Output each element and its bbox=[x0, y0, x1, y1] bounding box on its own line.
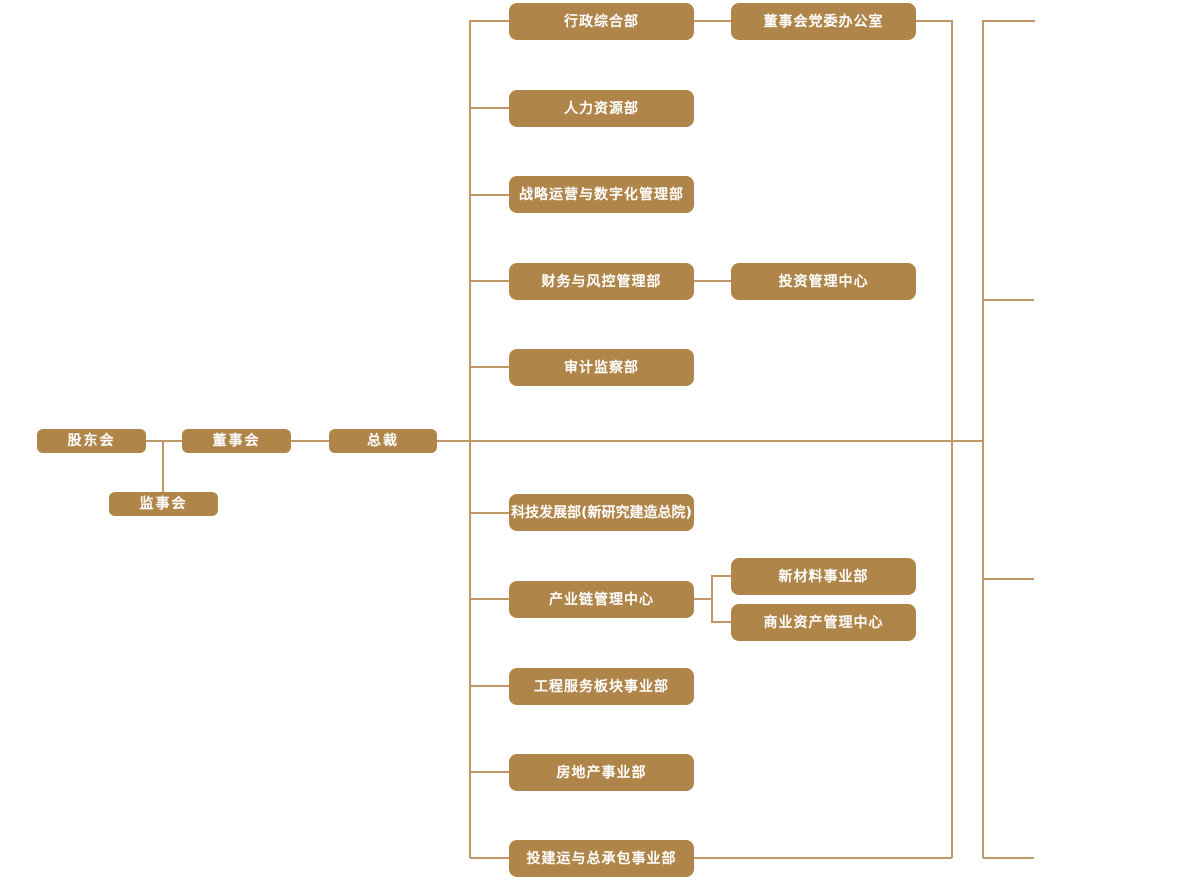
connector-left-trunk bbox=[469, 20, 471, 858]
connector-rail-stub-1 bbox=[983, 20, 1035, 22]
node-hr-dept: 人力资源部 bbox=[509, 90, 694, 127]
node-audit-supervision-dept: 审计监察部 bbox=[509, 349, 694, 386]
node-engineering-services-dept: 工程服务板块事业部 bbox=[509, 668, 694, 705]
connector-stub-row10 bbox=[470, 857, 509, 859]
connector-stub-row3 bbox=[470, 194, 509, 196]
connector-stub-row1 bbox=[470, 20, 509, 22]
node-strategy-digital-dept: 战略运营与数字化管理部 bbox=[509, 176, 694, 213]
connector-stub-row8 bbox=[470, 685, 509, 687]
connector-rail-stub-4 bbox=[983, 857, 1034, 859]
connector-stub-row7 bbox=[470, 598, 509, 600]
node-new-materials-dept: 新材料事业部 bbox=[731, 558, 916, 595]
node-industry-chain-center: 产业链管理中心 bbox=[509, 581, 694, 618]
node-party-committee-office: 董事会党委办公室 bbox=[731, 3, 916, 40]
connector-party-office-to-rail bbox=[916, 20, 952, 22]
node-shareholders: 股东会 bbox=[37, 429, 146, 453]
connector-industry-to-junction bbox=[694, 598, 712, 600]
connector-main-trunk bbox=[146, 440, 983, 442]
connector-junction-vertical bbox=[711, 575, 713, 623]
connector-right-rail-inner bbox=[951, 20, 953, 858]
connector-stub-row5 bbox=[470, 366, 509, 368]
node-supervisory-board: 监事会 bbox=[109, 492, 218, 516]
node-finance-risk-dept: 财务与风控管理部 bbox=[509, 263, 694, 300]
connector-stub-row4 bbox=[470, 280, 509, 282]
node-commercial-assets-center: 商业资产管理中心 bbox=[731, 604, 916, 641]
connector-stub-row6 bbox=[470, 512, 509, 514]
node-president: 总裁 bbox=[329, 429, 437, 453]
connector-admin-to-party-office bbox=[694, 20, 731, 22]
node-tech-development-dept: 科技发展部(新研究建造总院) bbox=[509, 494, 694, 531]
connector-bottom-to-rail bbox=[694, 857, 952, 859]
connector-stub-row9 bbox=[470, 771, 509, 773]
connector-stub-row2 bbox=[470, 107, 509, 109]
node-admin-general-dept: 行政综合部 bbox=[509, 3, 694, 40]
node-real-estate-dept: 房地产事业部 bbox=[509, 754, 694, 791]
node-invest-build-operate-dept: 投建运与总承包事业部 bbox=[509, 840, 694, 877]
connector-right-rail-outer bbox=[982, 20, 984, 858]
node-investment-center: 投资管理中心 bbox=[731, 263, 916, 300]
node-board-of-directors: 董事会 bbox=[182, 429, 291, 453]
connector-finance-to-investment bbox=[694, 280, 731, 282]
connector-rail-stub-3 bbox=[983, 578, 1034, 580]
connector-rail-stub-2 bbox=[983, 299, 1034, 301]
connector-junction-to-commercial-assets bbox=[711, 621, 731, 623]
connector-supervisory-drop bbox=[162, 441, 164, 492]
connector-junction-to-new-materials bbox=[711, 575, 731, 577]
